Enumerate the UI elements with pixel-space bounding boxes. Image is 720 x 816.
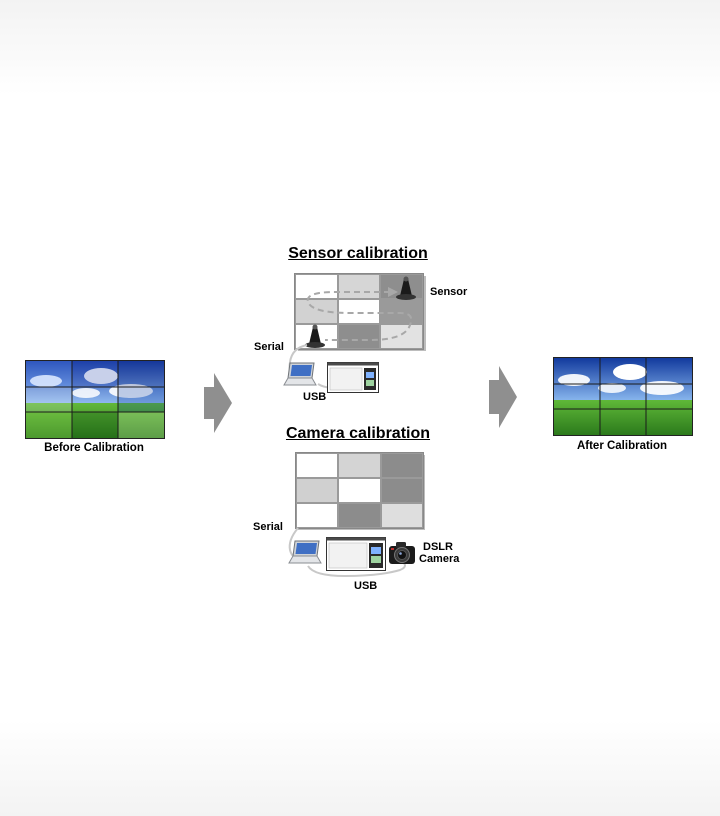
path-arrowhead-icon [388, 287, 398, 297]
sensor-panel-cell [295, 274, 338, 299]
dslr-camera-label-line1: DSLR [423, 541, 453, 553]
camera-calibration-title: Camera calibration [285, 425, 431, 442]
laptop-icon [283, 362, 317, 386]
right-arrow-icon-2 [489, 366, 517, 428]
camera-panel-cell [380, 453, 423, 478]
camera-panel-cell [338, 478, 381, 503]
dslr-camera-icon [389, 542, 415, 564]
sensor-path-overlay [288, 276, 416, 389]
sensor-calibration-title: Sensor calibration [288, 245, 428, 262]
camera-usb-label: USB [354, 580, 378, 592]
calibration-software-window [327, 362, 379, 393]
camera-usb-cable [307, 559, 406, 578]
sensor-path-dashes [306, 291, 413, 341]
camera-panel-cell [380, 503, 423, 528]
camera-panel-cell [296, 478, 339, 503]
after-calibration-wall [553, 357, 693, 436]
sensor-panel-cell [380, 299, 423, 324]
camera-panel-cell [296, 503, 339, 528]
sensor-label: Sensor [430, 286, 468, 298]
sensor-usb-label: USB [303, 391, 327, 403]
camera-software-window [326, 537, 386, 571]
before-calibration-wall [25, 360, 165, 439]
camera-panel-cell [338, 503, 381, 528]
camera-display-panel [295, 452, 424, 529]
after-landscape-image [554, 358, 692, 435]
right-arrow-icon [204, 373, 232, 433]
sensor-panel-cell [380, 324, 423, 349]
camera-serial-label: Serial [253, 521, 283, 533]
after-calibration-caption: After Calibration [576, 440, 668, 452]
camera-panel-cell [296, 453, 339, 478]
before-landscape-image [26, 361, 164, 438]
sensor-device-icon [396, 276, 416, 300]
camera-panel-cell [338, 453, 381, 478]
sensor-panel-cell [337, 299, 381, 324]
sensor-device-icon-lower [305, 324, 325, 348]
dslr-camera-label-line2: Camera [419, 553, 460, 565]
sensor-panel-cell [337, 274, 381, 299]
sensor-panel-cell [337, 324, 381, 349]
before-calibration-caption: Before Calibration [44, 442, 144, 454]
camera-panel-cell [380, 478, 423, 503]
sensor-serial-label: Serial [254, 341, 284, 353]
laptop-icon-camera [288, 540, 322, 564]
